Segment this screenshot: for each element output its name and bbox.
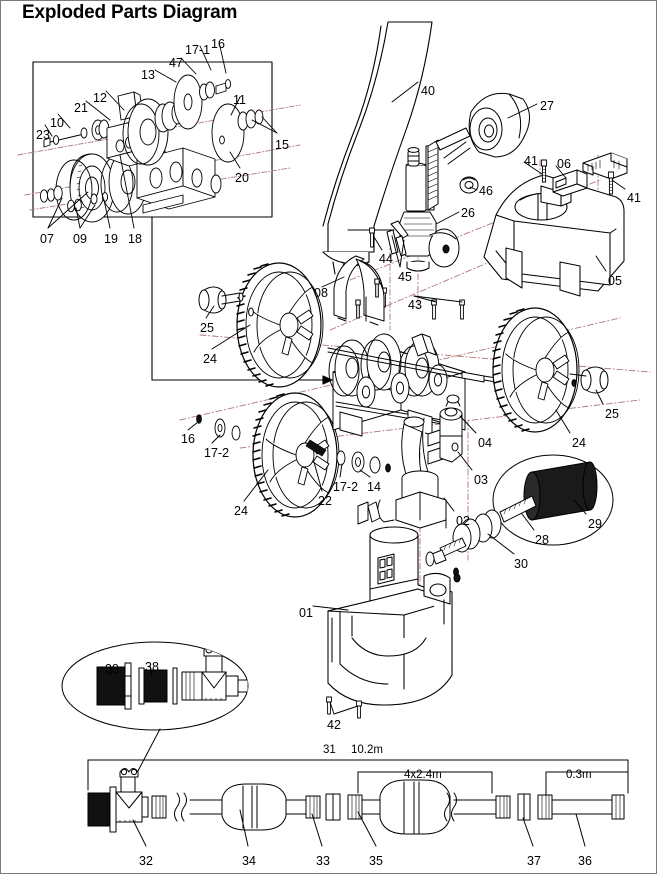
callout-27: 27 bbox=[540, 99, 554, 113]
callout-24: 24 bbox=[203, 352, 217, 366]
callout-38: 38 bbox=[145, 660, 159, 674]
callout-33: 33 bbox=[316, 854, 330, 868]
callout-10: 10 bbox=[50, 116, 64, 130]
dimension-label: 10.2m bbox=[351, 744, 383, 756]
callout-17-2: 17-2 bbox=[204, 446, 230, 460]
callout-34: 34 bbox=[242, 854, 256, 868]
callout-30: 30 bbox=[514, 557, 528, 571]
dimension-label: 31 bbox=[323, 744, 336, 756]
callout-13: 13 bbox=[141, 68, 155, 82]
callout-40: 40 bbox=[421, 84, 435, 98]
callout-43: 43 bbox=[408, 298, 422, 312]
callout-15: 15 bbox=[275, 138, 289, 152]
callout-25: 25 bbox=[605, 407, 619, 421]
callout-36: 36 bbox=[578, 854, 592, 868]
callout-25: 25 bbox=[200, 321, 214, 335]
callout-24: 24 bbox=[234, 504, 248, 518]
callout-21: 21 bbox=[74, 101, 88, 115]
page-title: Exploded Parts Diagram bbox=[22, 2, 238, 23]
callout-37: 37 bbox=[527, 854, 541, 868]
callout-12: 12 bbox=[93, 91, 107, 105]
callout-18: 18 bbox=[128, 232, 142, 246]
callout-17-2: 17-2 bbox=[333, 480, 359, 494]
callout-26: 26 bbox=[461, 206, 475, 220]
callout-46: 46 bbox=[479, 184, 493, 198]
callout-44: 44 bbox=[379, 252, 393, 266]
callout-42: 42 bbox=[327, 718, 341, 732]
dimension-label: 0.3m bbox=[566, 769, 592, 781]
callout-22: 22 bbox=[318, 494, 332, 508]
callout-39: 39 bbox=[105, 662, 119, 676]
callout-04: 04 bbox=[478, 436, 492, 450]
callout-05: 05 bbox=[608, 274, 622, 288]
callout-16: 16 bbox=[181, 432, 195, 446]
callout-47: 47 bbox=[169, 56, 183, 70]
callout-32: 32 bbox=[139, 854, 153, 868]
callout-17-1: 17-1 bbox=[185, 43, 211, 57]
callout-28: 28 bbox=[535, 533, 549, 547]
callout-16: 16 bbox=[211, 37, 225, 51]
callout-19: 19 bbox=[104, 232, 118, 246]
callout-45: 45 bbox=[398, 270, 412, 284]
callout-35: 35 bbox=[369, 854, 383, 868]
callout-41: 41 bbox=[524, 154, 538, 168]
callout-09: 09 bbox=[73, 232, 87, 246]
callout-29: 29 bbox=[588, 517, 602, 531]
callout-03: 03 bbox=[474, 473, 488, 487]
callout-02: 02 bbox=[456, 514, 470, 528]
callout-01: 01 bbox=[299, 606, 313, 620]
callout-41: 41 bbox=[627, 191, 641, 205]
callout-11: 11 bbox=[233, 93, 246, 107]
callout-24: 24 bbox=[572, 436, 586, 450]
callout-07: 07 bbox=[40, 232, 54, 246]
callout-14: 14 bbox=[367, 480, 381, 494]
dimension-label: 4x2.4m bbox=[404, 769, 442, 781]
callout-06: 06 bbox=[557, 157, 571, 171]
callout-20: 20 bbox=[235, 171, 249, 185]
callout-23: 23 bbox=[36, 128, 50, 142]
callout-08: 08 bbox=[314, 286, 328, 300]
